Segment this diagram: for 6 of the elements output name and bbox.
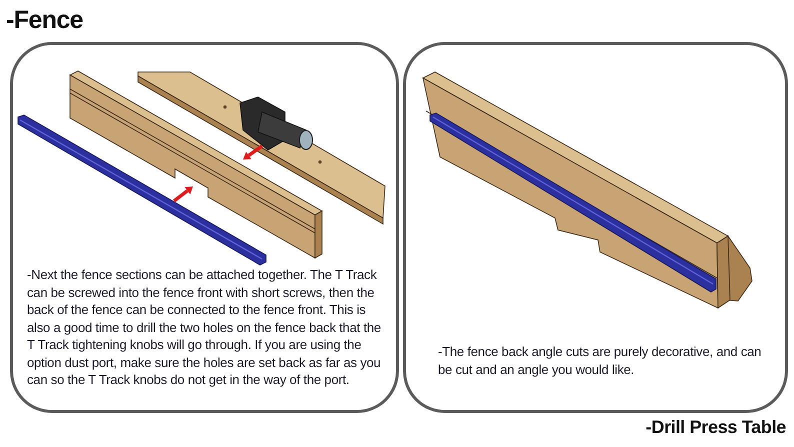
rounded-panel bbox=[10, 42, 399, 413]
section-heading: -Fence bbox=[6, 5, 83, 35]
rounded-panel bbox=[403, 42, 788, 413]
next-section-heading: -Drill Press Table bbox=[646, 416, 786, 438]
instruction-text: -Next the fence sections can be attached together. The T Track can be screwed into the fence front with short screws, then the back of the fence can be connected to the fence front. This is also a good time to drill the two holes on the fence back that the T Track tightening knobs will go through. If you are using the option dust port, make sure the holes are set back as far as you can so the T Track knobs do not get in the way of the port. bbox=[27, 266, 382, 388]
instruction-text: -The fence back angle cuts are purely decorative, and can be cut and an angle you would like. bbox=[438, 343, 762, 378]
